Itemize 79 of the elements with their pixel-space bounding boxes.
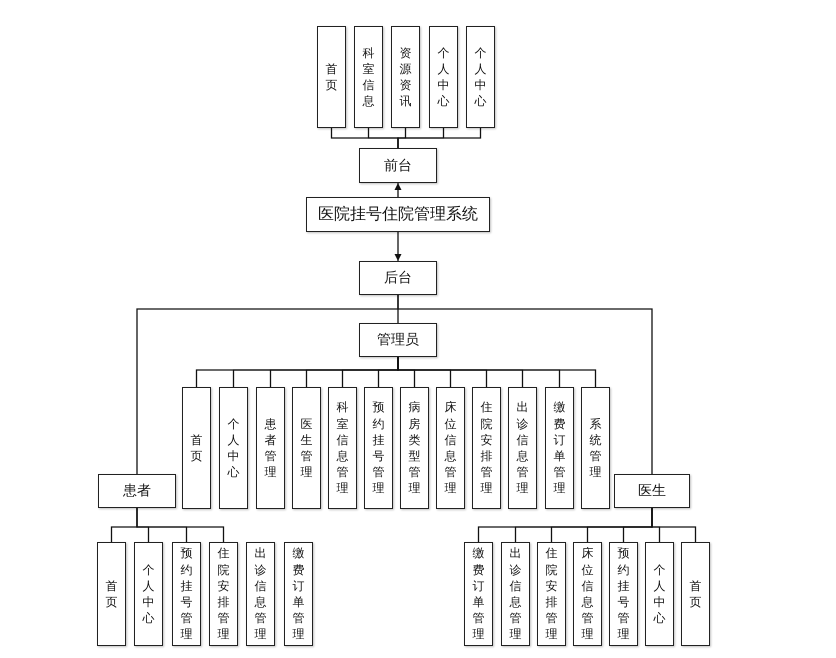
module-label: 预约挂号管理 (372, 399, 384, 497)
module-box (545, 387, 574, 509)
module-label: 首页 (190, 432, 202, 464)
module-box (98, 474, 176, 508)
module-label: 医院挂号住院管理系统 (318, 204, 478, 225)
arrow (394, 183, 402, 197)
module-box (681, 542, 710, 646)
module-label: 住院安排管理 (546, 545, 558, 643)
module-label: 个人中心 (474, 44, 486, 110)
module-box (573, 542, 602, 646)
module-box (466, 26, 495, 128)
module-label: 系统管理 (590, 416, 602, 480)
module-label: 预约挂号管理 (618, 545, 630, 643)
module-box (429, 26, 458, 128)
module-label: 床位信息管理 (444, 399, 456, 497)
connector-line (136, 508, 224, 542)
connector-line (397, 295, 653, 474)
module-label: 个人中心 (438, 44, 450, 110)
module-box (537, 542, 566, 646)
module-label: 个人中心 (228, 416, 240, 480)
module-label: 床位信息管理 (582, 545, 594, 643)
module-box (391, 26, 420, 128)
module-label: 科室信息 (362, 44, 374, 110)
module-box (354, 26, 383, 128)
module-label: 患者 (123, 482, 151, 500)
module-box (209, 542, 238, 646)
module-label: 患者管理 (264, 416, 276, 480)
module-box (172, 542, 201, 646)
module-label: 科室信息管理 (336, 399, 348, 497)
module-box (609, 542, 638, 646)
module-label: 首页 (326, 60, 338, 94)
module-label: 个人中心 (142, 562, 154, 626)
module-label: 个人中心 (654, 562, 666, 626)
module-label: 住院安排管理 (218, 545, 230, 643)
module-box (359, 261, 437, 295)
module-box (182, 387, 211, 509)
module-label: 出诊信息管理 (510, 545, 522, 643)
module-box (317, 26, 346, 128)
module-box (97, 542, 126, 646)
connector-line (651, 508, 696, 542)
connector-line (397, 128, 482, 148)
module-box (508, 387, 537, 509)
module-box (436, 387, 465, 509)
module-label: 管理员 (377, 331, 419, 349)
module-box (284, 542, 313, 646)
module-box (134, 542, 163, 646)
module-box (292, 387, 321, 509)
module-box (645, 542, 674, 646)
arrow (394, 232, 402, 261)
module-box (328, 387, 357, 509)
module-box (581, 387, 610, 509)
module-label: 病房类型管理 (408, 399, 420, 497)
module-label: 后台 (384, 269, 412, 287)
module-label: 缴费订单管理 (554, 399, 566, 497)
module-box (400, 387, 429, 509)
module-box (256, 387, 285, 509)
module-box (614, 474, 690, 508)
module-label: 资源资讯 (400, 44, 412, 110)
system-box (306, 197, 490, 232)
module-box (472, 387, 501, 509)
module-label: 缴费订单管理 (292, 545, 304, 643)
module-box (246, 542, 275, 646)
module-label: 出诊信息管理 (254, 545, 266, 643)
module-label: 出诊信息管理 (516, 399, 528, 497)
module-box (364, 387, 393, 509)
connector-line (397, 357, 596, 387)
module-label: 住院安排管理 (480, 399, 492, 497)
module-label: 医生管理 (300, 416, 312, 480)
module-box (359, 148, 437, 183)
module-label: 前台 (384, 156, 412, 174)
module-label: 首页 (690, 578, 702, 610)
module-label: 医生 (638, 482, 666, 500)
module-box (501, 542, 530, 646)
module-box (359, 323, 437, 357)
module-label: 缴费订单管理 (472, 545, 484, 643)
module-box (219, 387, 248, 509)
module-label: 首页 (106, 578, 118, 610)
module-box (464, 542, 493, 646)
module-label: 预约挂号管理 (180, 545, 192, 643)
